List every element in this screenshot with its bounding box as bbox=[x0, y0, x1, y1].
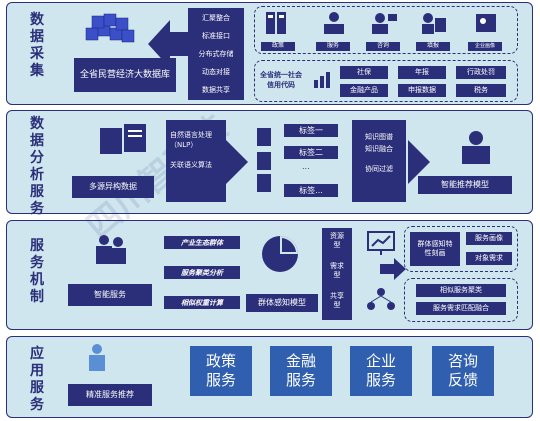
service-card: 金融服务 bbox=[270, 346, 332, 396]
icon-label: 服务 bbox=[316, 42, 350, 51]
report-icon bbox=[420, 10, 448, 40]
nlp-label: 自然语言处理（NLP） bbox=[170, 131, 212, 149]
layer-title-analysis: 数据分析服务 bbox=[30, 116, 60, 218]
document-icon bbox=[264, 10, 292, 40]
service-card-label: 政策服务 bbox=[205, 352, 236, 389]
service-card-label: 咨询反馈 bbox=[447, 352, 478, 389]
step-item: 汇聚整合 bbox=[202, 14, 230, 22]
database-icon bbox=[82, 10, 142, 50]
object-demand-tag: 对象需求 bbox=[466, 252, 512, 265]
precise-recommend-label: 精准服务推荐 bbox=[86, 390, 134, 399]
smart-service-label: 智能服务 bbox=[94, 290, 126, 299]
icon-category-panel bbox=[254, 6, 518, 54]
icon-label: 政策 bbox=[261, 42, 295, 51]
layer-title-mechanism: 服务机制 bbox=[30, 238, 60, 306]
type-item: 共享型 bbox=[330, 292, 344, 309]
smart-service-box: 智能服务 bbox=[68, 284, 152, 306]
mechanism-label: 服务聚类分析 bbox=[164, 266, 240, 279]
methods-panel: 知识图谱 知识融合 协同过滤 bbox=[352, 120, 406, 202]
application-title-text: 应用服务 bbox=[30, 346, 46, 413]
provincial-database-box: 全省民营经济大数据库 bbox=[74, 58, 176, 92]
mechanism-title-text: 服务机制 bbox=[30, 238, 46, 305]
multi-source-label: 多源异构数据 bbox=[89, 182, 137, 191]
method-item: 知识图谱 bbox=[365, 133, 393, 141]
pie-chart-icon bbox=[258, 232, 302, 280]
network-people-icon bbox=[366, 286, 396, 316]
data-item-tag: 行政处罚 bbox=[456, 66, 506, 79]
tag-doc-icon bbox=[254, 126, 274, 198]
tag-item: 标签二 bbox=[284, 146, 338, 159]
service-card: 咨询反馈 bbox=[432, 346, 494, 396]
service-card-label: 企业服务 bbox=[365, 352, 396, 389]
provincial-database-label: 全省民营经济大数据库 bbox=[80, 69, 171, 80]
step-item: 分布式存储 bbox=[198, 50, 234, 58]
type-item: 资源型 bbox=[330, 232, 344, 249]
mechanism-arrow bbox=[380, 258, 406, 284]
recommend-model-label: 智能推荐模型 bbox=[441, 180, 489, 189]
collect-title-text: 数据采集 bbox=[30, 12, 46, 79]
layer-title-collect: 数据采集 bbox=[30, 12, 60, 80]
data-item-tag: 年报 bbox=[398, 66, 446, 79]
nlp-panel: 自然语言处理（NLP） 关联语义算法 bbox=[166, 120, 226, 202]
data-item-tag: 申报数据 bbox=[398, 84, 446, 97]
nlp-arrow bbox=[226, 140, 248, 184]
group-model-label: 群体感知模型 bbox=[258, 298, 306, 307]
methods-arrow bbox=[408, 140, 430, 184]
step-item: 数据共享 bbox=[202, 86, 230, 94]
user-icon bbox=[84, 342, 110, 376]
icon-label: 企业画像 bbox=[468, 42, 502, 51]
analysis-title-text: 数据分析服务 bbox=[30, 116, 46, 217]
unified-credit-code: 全省统一社会信用代码 bbox=[260, 71, 302, 89]
icon-label: 填报 bbox=[416, 42, 450, 51]
collect-arrow bbox=[148, 20, 188, 72]
service-card: 企业服务 bbox=[350, 346, 412, 396]
precise-recommend-box: 精准服务推荐 bbox=[68, 384, 152, 406]
team-icon bbox=[92, 232, 132, 270]
recommend-model-box: 智能推荐模型 bbox=[418, 176, 512, 194]
profile-panel bbox=[404, 226, 518, 272]
group-profile-box: 群体感知特性刻画 bbox=[410, 232, 460, 266]
collect-steps-panel: 汇聚整合 标准接口 分布式存储 动态对接 数据共享 bbox=[188, 8, 244, 100]
presentation-icon bbox=[366, 230, 396, 260]
tag-item: 标签... bbox=[284, 184, 338, 197]
documents-icon bbox=[96, 122, 152, 160]
similar-services-tag: 相似服务聚类 bbox=[416, 284, 506, 297]
mechanism-label: 相似权重计算 bbox=[164, 296, 240, 309]
cluster-panel bbox=[404, 278, 518, 322]
service-portrait-tag: 服务画像 bbox=[466, 232, 512, 245]
group-profile-label: 群体感知特性刻画 bbox=[417, 240, 453, 257]
portrait-icon bbox=[472, 10, 500, 40]
data-items-panel bbox=[254, 60, 518, 102]
method-item: 知识融合 bbox=[365, 145, 393, 153]
semantic-label: 关联语义算法 bbox=[170, 161, 212, 169]
service-person-icon bbox=[320, 10, 348, 40]
step-item: 标准接口 bbox=[202, 32, 230, 40]
service-card: 政策服务 bbox=[190, 346, 252, 396]
data-item-tag: 金融产品 bbox=[340, 84, 388, 97]
tag-item: ... bbox=[302, 162, 310, 171]
demand-match-tag: 服务需求匹配融合 bbox=[416, 302, 506, 315]
tag-item: 标签一 bbox=[284, 124, 338, 137]
service-card-label: 金融服务 bbox=[285, 352, 316, 389]
bar-chart-icon bbox=[312, 70, 336, 94]
data-item-tag: 社保 bbox=[340, 66, 388, 79]
multi-source-box: 多源异构数据 bbox=[72, 176, 154, 198]
consult-icon bbox=[370, 10, 398, 40]
method-item: 协同过滤 bbox=[365, 165, 393, 173]
group-model-box: 群体感知模型 bbox=[246, 294, 318, 312]
step-item: 动态对接 bbox=[202, 68, 230, 76]
icon-label: 咨询 bbox=[366, 42, 400, 51]
mechanism-label: 产业生态群体 bbox=[164, 236, 240, 249]
layer-title-application: 应用服务 bbox=[30, 346, 60, 414]
data-item-tag: 税务 bbox=[456, 84, 506, 97]
user-screen-icon bbox=[458, 126, 494, 170]
type-item: 需求型 bbox=[330, 262, 344, 279]
types-panel: 资源型 需求型 共享型 bbox=[322, 228, 352, 320]
